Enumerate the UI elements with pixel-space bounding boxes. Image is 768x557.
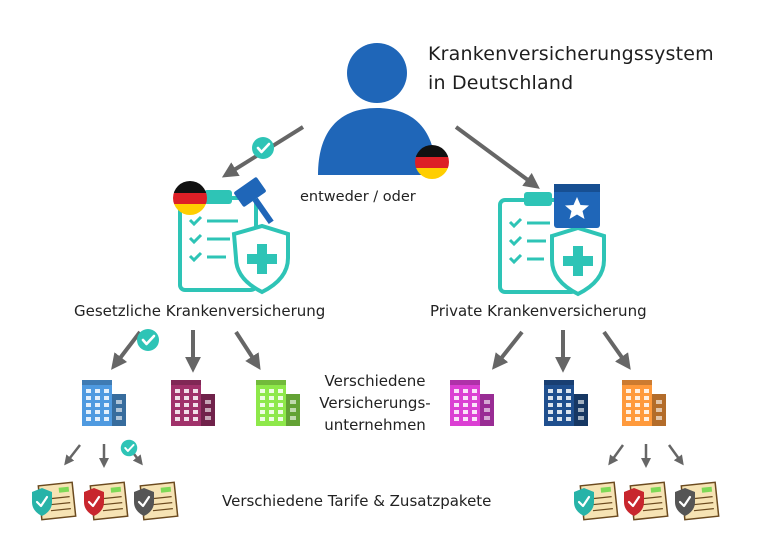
title-line-2: in Deutschland — [428, 72, 574, 94]
tariff-document-icon — [675, 481, 720, 521]
arrow-to-pkv — [454, 125, 540, 189]
arrow-tariff-right-1 — [608, 444, 625, 466]
check-icon — [119, 438, 139, 458]
gkv-label: Gesetzliche Krankenversicherung — [74, 302, 326, 320]
building-icon — [622, 380, 666, 426]
building-icon — [256, 380, 300, 426]
arrow-pkv-company-1 — [492, 330, 524, 370]
building-icon — [450, 380, 494, 426]
arrow-gkv-company-1 — [111, 330, 142, 370]
diagram-title: Krankenversicherungssystem in Deutschlan… — [428, 40, 714, 98]
tariff-document-icon — [624, 481, 669, 521]
arrow-pkv-company-3 — [602, 330, 631, 370]
companies-label-line-3: unternehmen — [324, 416, 426, 434]
building-icon — [171, 380, 215, 426]
tariff-document-icon — [574, 481, 619, 521]
person-icon — [318, 43, 436, 175]
choice-label: entweder / oder — [300, 189, 416, 205]
check-icon — [250, 135, 276, 161]
arrow-tariff-right-3 — [667, 444, 684, 466]
companies-label-line-2: Versicherungs- — [319, 394, 431, 412]
star-badge-icon — [554, 184, 600, 228]
clipboard-icon — [178, 190, 290, 295]
title-line-1: Krankenversicherungssystem — [428, 43, 714, 65]
building-icon — [544, 380, 588, 426]
clipboard-icon — [498, 192, 606, 297]
tariff-document-icon — [134, 481, 179, 521]
tariff-document-icon — [84, 481, 129, 521]
companies-label: Verschiedene Versicherungs- unternehmen — [300, 370, 450, 436]
building-icon — [82, 380, 126, 426]
gavel-icon — [234, 177, 274, 225]
tariffs-label: Verschiedene Tarife & Zusatzpakete — [222, 492, 492, 510]
arrow-tariff-left-1 — [64, 444, 81, 466]
arrow-gkv-company-3 — [234, 330, 261, 371]
companies-label-line-1: Verschiedene — [324, 372, 426, 390]
pkv-label: Private Krankenversicherung — [430, 302, 647, 320]
check-icon — [135, 327, 161, 353]
tariff-document-icon — [32, 481, 77, 521]
